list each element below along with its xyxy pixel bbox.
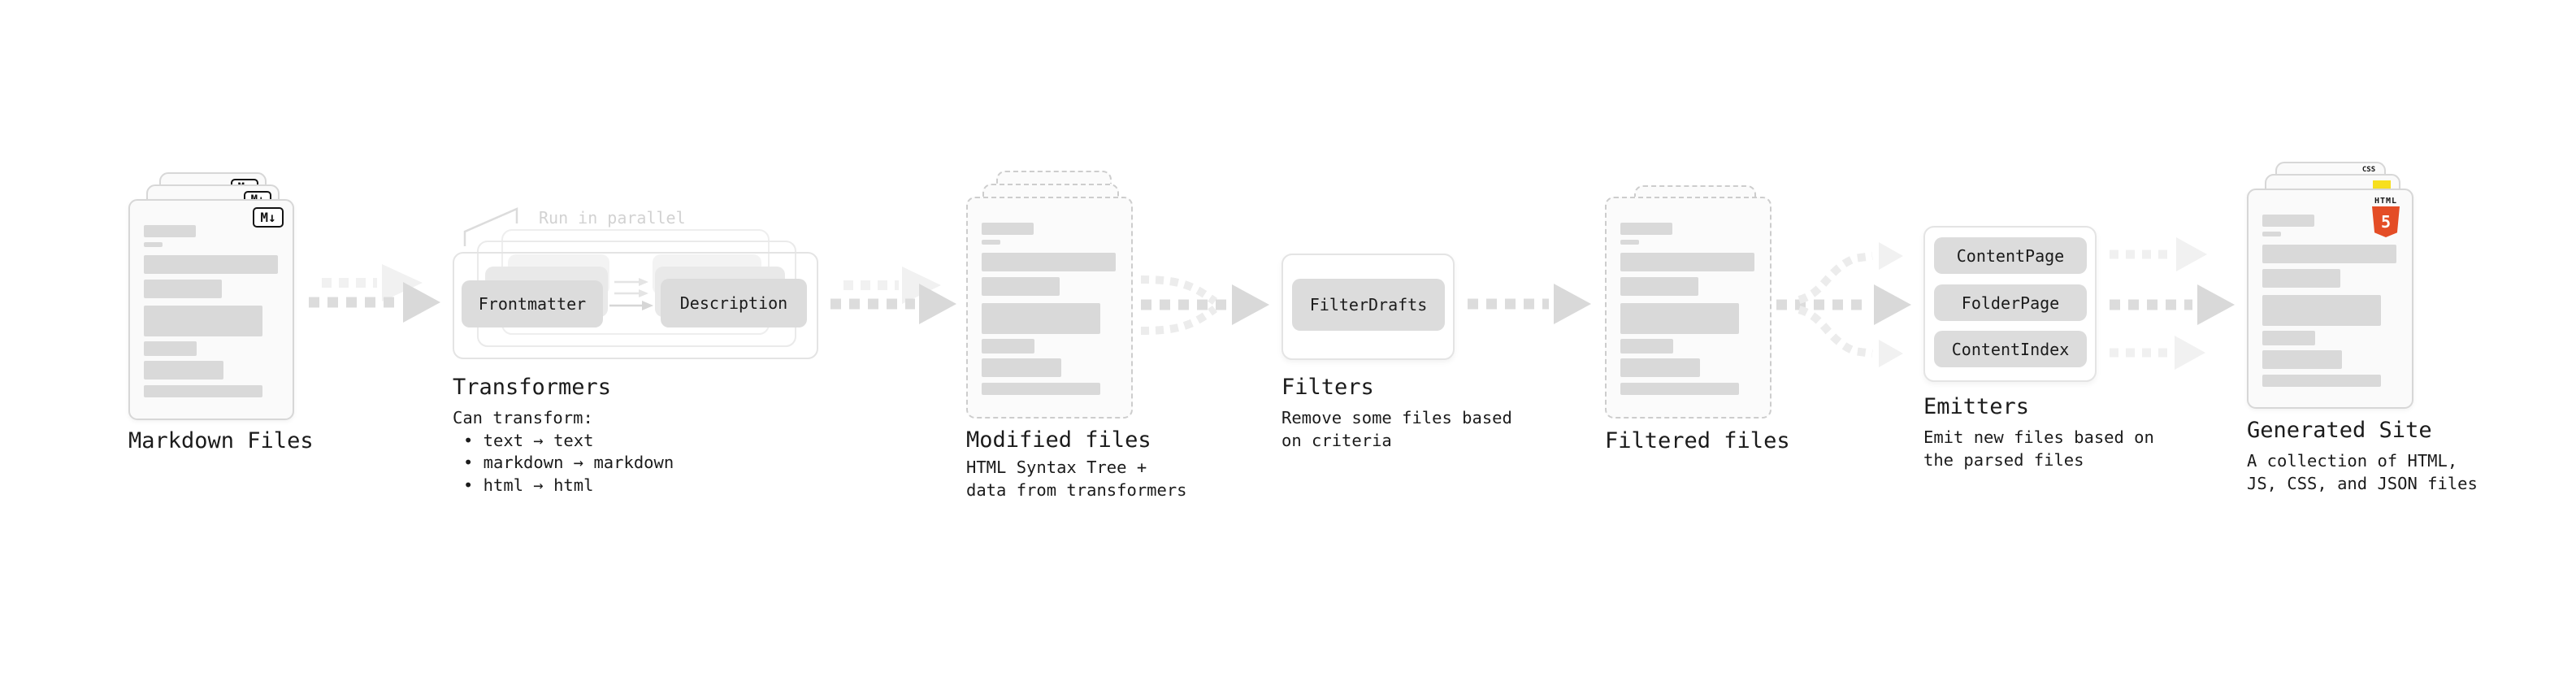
generated-doc-html: HTML 5 bbox=[2247, 189, 2413, 409]
desc-line: Emit new files based on bbox=[1923, 427, 2154, 447]
arrow-filters-to-filtered bbox=[1468, 284, 1591, 324]
skeleton-bar bbox=[2262, 215, 2314, 227]
desc-line: JS, CSS, and JSON files bbox=[2247, 473, 2478, 493]
desc-line: HTML Syntax Tree + bbox=[966, 458, 1147, 477]
skeleton-bar bbox=[1620, 277, 1698, 296]
emitter-folderpage: FolderPage bbox=[1934, 284, 2087, 321]
skeleton-bar bbox=[144, 280, 222, 298]
filtered-files-label: Filtered files bbox=[1605, 428, 1790, 453]
modified-doc-front bbox=[966, 197, 1133, 419]
skeleton-bar bbox=[1620, 339, 1673, 354]
transformer-description: Description bbox=[661, 279, 807, 327]
desc-line: • html → html bbox=[463, 475, 594, 495]
desc-line: data from transformers bbox=[966, 479, 1187, 500]
skeleton-bar bbox=[982, 277, 1060, 296]
run-in-parallel-annotation: Run in parallel bbox=[539, 208, 686, 228]
skeleton-bar bbox=[1620, 240, 1639, 245]
skeleton-bar bbox=[982, 383, 1100, 395]
skeleton-bar bbox=[982, 303, 1100, 334]
arrow-modified-to-filters-merge bbox=[1140, 275, 1269, 335]
skeleton-bar bbox=[144, 255, 278, 274]
filters-title: Filters bbox=[1281, 375, 1374, 400]
filter-filterdrafts: FilterDrafts bbox=[1292, 279, 1445, 331]
skeleton-bar bbox=[2262, 295, 2381, 326]
skeleton-bar bbox=[1620, 223, 1672, 235]
transformers-description: Can transform: • text → text • markdown … bbox=[453, 407, 674, 497]
modified-files-description: HTML Syntax Tree + data from transformer… bbox=[966, 457, 1187, 501]
skeleton-bar bbox=[982, 253, 1116, 271]
skeleton-bar bbox=[2262, 331, 2315, 345]
desc-line: the parsed files bbox=[1923, 449, 2084, 470]
skeleton-bar bbox=[144, 361, 223, 380]
emitters-title: Emitters bbox=[1923, 394, 2030, 419]
arrow-transformers-to-modified bbox=[830, 267, 956, 324]
desc-line: • text → text bbox=[463, 430, 594, 450]
markdown-icon: M↓ bbox=[253, 207, 284, 228]
skeleton-bar bbox=[982, 223, 1034, 235]
skeleton-bar bbox=[144, 306, 262, 336]
modified-files-label: Modified files bbox=[966, 427, 1151, 453]
skeleton-bar bbox=[144, 242, 163, 247]
skeleton-bar bbox=[1620, 383, 1739, 395]
arrow-filtered-to-emitters-split bbox=[1776, 242, 1911, 367]
markdown-files-label: Markdown Files bbox=[128, 428, 314, 453]
skeleton-bar bbox=[2262, 245, 2396, 263]
transformers-title: Transformers bbox=[453, 375, 612, 400]
arrow-markdown-to-transformers bbox=[309, 264, 440, 323]
skeleton-bar bbox=[982, 358, 1061, 377]
skeleton-bar bbox=[1620, 358, 1700, 377]
skeleton-bar bbox=[144, 341, 197, 356]
filters-description: Remove some files based on criteria bbox=[1281, 407, 1512, 452]
transformers-frame-front bbox=[453, 252, 818, 359]
desc-line: Can transform: bbox=[453, 408, 593, 427]
skeleton-bar bbox=[2262, 232, 2281, 236]
filtered-doc-front bbox=[1605, 197, 1772, 419]
arrow-emitters-to-generated bbox=[2110, 237, 2235, 370]
desc-line: • markdown → markdown bbox=[463, 453, 674, 472]
generated-site-description: A collection of HTML, JS, CSS, and JSON … bbox=[2247, 450, 2478, 495]
desc-line: on criteria bbox=[1281, 430, 1392, 450]
html5-icon: HTML 5 bbox=[2370, 197, 2402, 237]
skeleton-bar bbox=[2262, 269, 2340, 288]
skeleton-bar bbox=[982, 339, 1034, 354]
transformer-frontmatter: Frontmatter bbox=[462, 280, 603, 327]
skeleton-bar bbox=[982, 240, 1000, 245]
skeleton-bar bbox=[144, 225, 196, 237]
markdown-doc-front: M↓ bbox=[128, 199, 294, 420]
skeleton-bar bbox=[1620, 303, 1739, 334]
skeleton-bar bbox=[2262, 350, 2342, 369]
emitter-contentindex: ContentIndex bbox=[1934, 331, 2087, 367]
skeleton-bar bbox=[1620, 253, 1754, 271]
skeleton-bar bbox=[2262, 375, 2381, 387]
skeleton-bar bbox=[144, 385, 262, 397]
emitters-description: Emit new files based on the parsed files bbox=[1923, 427, 2154, 471]
generated-site-label: Generated Site bbox=[2247, 418, 2432, 443]
emitter-contentpage: ContentPage bbox=[1934, 237, 2087, 274]
desc-line: A collection of HTML, bbox=[2247, 451, 2458, 471]
desc-line: Remove some files based bbox=[1281, 408, 1512, 427]
